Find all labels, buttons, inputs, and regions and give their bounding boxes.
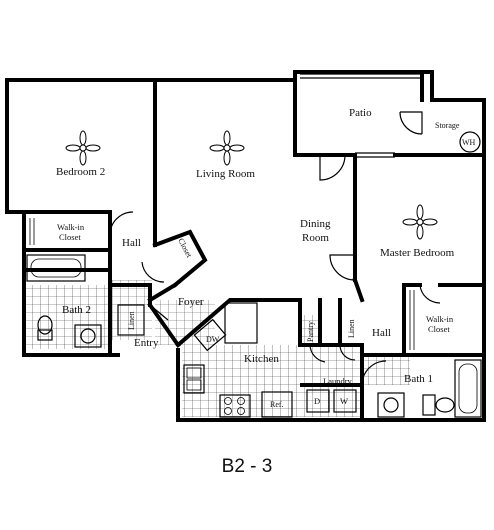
sink-icon — [183, 364, 205, 394]
patio-label: Patio — [349, 107, 372, 119]
door-swings — [109, 111, 441, 386]
entry-tile-floor — [112, 280, 152, 340]
unit-caption: B2 - 3 — [221, 456, 273, 477]
interior-walls — [5, 70, 486, 422]
walkin-closet-right-label-2: Closet — [428, 324, 450, 334]
hall-left-label: Hall — [122, 237, 141, 249]
foyer-label: Foyer — [178, 296, 204, 308]
closet-shelves — [29, 218, 415, 350]
water-heater-label: WH — [462, 138, 476, 147]
ceiling-fan-icon — [65, 130, 101, 166]
walkin-closet-right-label-1: Walk-in — [426, 314, 454, 324]
pantry-label: Pantry — [306, 321, 315, 342]
walkin-closet-left-label-2: Closet — [59, 232, 81, 242]
bath2-label: Bath 2 — [62, 304, 91, 316]
linen-right-label: Linen — [347, 319, 356, 338]
kitchen-label: Kitchen — [244, 353, 279, 365]
hall-right-tile-floor — [362, 355, 410, 385]
dryer-label: D — [314, 396, 320, 406]
dining-label-1: Dining — [300, 218, 331, 230]
floor-plan: Bedroom 2 Living Room Patio Storage WH W… — [5, 70, 486, 422]
laundry-tile-floor — [302, 345, 362, 417]
toilet-icon — [37, 315, 53, 341]
linen-left-label: Linen — [127, 311, 136, 330]
ceiling-fan-icon — [402, 204, 438, 240]
toilet-icon — [422, 394, 455, 416]
living-room-label: Living Room — [196, 168, 255, 180]
walkin-closet-left-label-1: Walk-in — [57, 222, 85, 232]
bath2-tile-floor — [24, 285, 110, 349]
refrigerator-label: Ref. — [270, 400, 284, 409]
bath2-fixtures — [26, 254, 145, 348]
bath1-label: Bath 1 — [404, 373, 433, 385]
sink-icon — [74, 324, 102, 348]
water-heater-circle — [459, 131, 481, 153]
storage-label: Storage — [435, 121, 460, 130]
bedroom2-label: Bedroom 2 — [56, 166, 105, 178]
entry-label: Entry — [134, 337, 159, 349]
master-bedroom-label: Master Bedroom — [380, 247, 455, 259]
closet-label: Closet — [176, 237, 194, 260]
washer-label: W — [340, 396, 348, 406]
hall-right-label: Hall — [372, 327, 391, 339]
ceiling-fan-icon — [209, 130, 245, 166]
dining-label-2: Room — [302, 232, 329, 244]
bath1-fixtures — [377, 359, 482, 418]
kitchen-fixtures — [183, 302, 357, 418]
sink-icon — [377, 392, 405, 418]
laundry-label: Laundry — [323, 376, 353, 386]
stove-icon — [219, 394, 251, 418]
kitchen-tile-floor — [182, 345, 302, 417]
patio-sliding-door — [300, 73, 420, 158]
pantry-tile-floor — [300, 315, 320, 345]
dw-label: DW — [206, 335, 220, 344]
